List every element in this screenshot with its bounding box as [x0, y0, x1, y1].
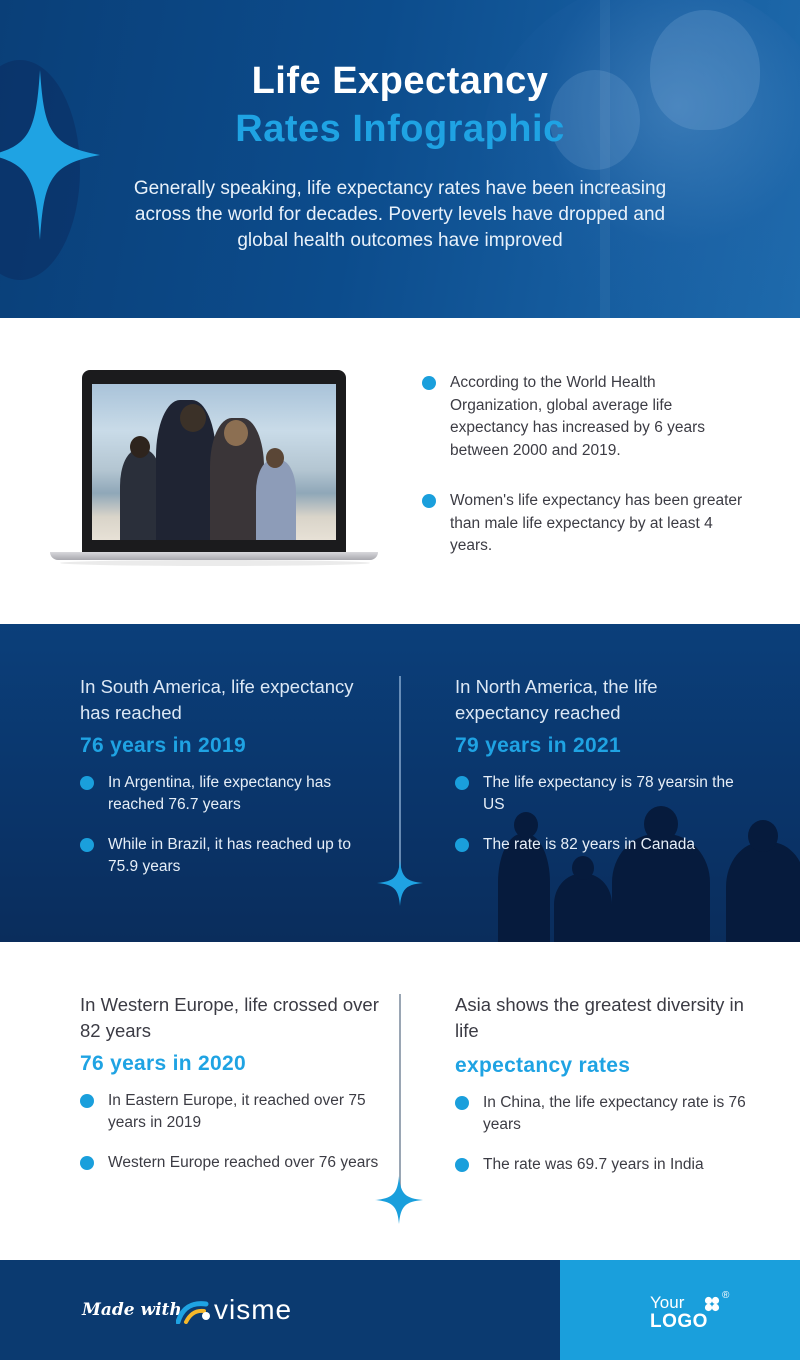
header-window-pane — [600, 0, 610, 318]
silhouette-person — [554, 874, 612, 942]
silhouette-head — [644, 806, 678, 842]
europe-column: In Western Europe, life crossed over 82 … — [80, 992, 380, 1174]
logo-your-text: Your — [650, 1293, 685, 1312]
bullet-dot-icon — [422, 376, 436, 390]
photo-person — [120, 450, 162, 540]
bullet-dot-icon — [455, 838, 469, 852]
photo-head — [180, 404, 206, 432]
list-item: In Eastern Europe, it reached over 75 ye… — [80, 1090, 380, 1134]
laptop-shadow — [60, 560, 370, 566]
region-highlight: 79 years in 2021 — [455, 734, 621, 757]
eurasia-section: In Western Europe, life crossed over 82 … — [0, 942, 800, 1260]
list-item: In China, the life expectancy rate is 76… — [455, 1092, 755, 1136]
registered-mark: ® — [722, 1290, 730, 1301]
silhouette-person — [498, 834, 550, 942]
region-highlight: expectancy rates — [455, 1054, 631, 1077]
made-with-label: Made with — [82, 1300, 182, 1320]
column-divider — [399, 676, 401, 896]
header-photo-glow — [480, 0, 800, 318]
header-photo-child — [550, 70, 640, 170]
list-item: Western Europe reached over 76 years — [80, 1152, 380, 1174]
bullet-dot-icon — [80, 776, 94, 790]
page-title: Life Expectancy — [251, 60, 549, 102]
list-item: The rate is 82 years in Canada — [455, 834, 755, 856]
laptop-screen-photo — [92, 384, 336, 540]
photo-person — [256, 460, 296, 540]
visme-logo-icon[interactable] — [176, 1298, 212, 1324]
list-item: Women's life expectancy has been greater… — [422, 490, 752, 558]
region-heading: In South America, life expectancy has re… — [80, 676, 354, 723]
silhouette-head — [748, 820, 778, 852]
bullet-dot-icon — [80, 838, 94, 852]
bullet-dot-icon — [80, 1094, 94, 1108]
silhouette-person — [726, 842, 800, 942]
star-icon — [375, 1176, 423, 1224]
silhouette-head — [514, 812, 538, 838]
bullet-dot-icon — [422, 494, 436, 508]
bullet-dot-icon — [80, 1156, 94, 1170]
bullet-dot-icon — [455, 1096, 469, 1110]
star-icon — [377, 860, 423, 906]
visme-brand-text[interactable]: visme — [214, 1294, 293, 1325]
page-title-accent: Rates Infographic — [235, 108, 565, 150]
photo-head — [266, 448, 284, 468]
silhouette-head — [572, 856, 594, 880]
logo-logo-text: LOGO — [650, 1311, 708, 1332]
region-highlight: 76 years in 2020 — [80, 1052, 246, 1075]
column-divider — [399, 994, 401, 1210]
region-heading: In North America, the life expectancy re… — [455, 676, 658, 723]
photo-head — [130, 436, 150, 458]
americas-section: In South America, life expectancy has re… — [0, 624, 800, 942]
header-banner: Life Expectancy Rates Infographic Genera… — [0, 0, 800, 318]
list-item: While in Brazil, it has reached up to 75… — [80, 834, 380, 878]
list-item: In Argentina, life expectancy has reache… — [80, 772, 380, 816]
region-heading: In Western Europe, life crossed over 82 … — [80, 994, 379, 1041]
intro-bullets: According to the World Health Organizati… — [422, 372, 752, 558]
list-item: The rate was 69.7 years in India — [455, 1154, 755, 1176]
list-item: The life expectancy is 78 yearsin the US — [455, 772, 755, 816]
your-logo[interactable]: Your LOGO ® — [650, 1290, 729, 1332]
photo-head — [224, 420, 248, 446]
asia-column: Asia shows the greatest diversity in lif… — [455, 992, 755, 1176]
bullet-dot-icon — [455, 776, 469, 790]
laptop-base — [50, 552, 378, 560]
silhouette-person — [612, 834, 710, 942]
footer-brand-bar — [0, 1260, 560, 1360]
footer-logo-bar — [560, 1260, 800, 1360]
region-highlight: 76 years in 2019 — [80, 734, 246, 757]
header-photo-parent — [650, 10, 760, 130]
south-america-column: In South America, life expectancy has re… — [80, 674, 380, 878]
north-america-column: In North America, the life expectancy re… — [455, 674, 755, 856]
list-item: According to the World Health Organizati… — [422, 372, 752, 462]
laptop-illustration — [40, 370, 380, 570]
clover-icon — [704, 1296, 720, 1312]
sparkle-icon — [0, 70, 100, 240]
region-heading: Asia shows the greatest diversity in lif… — [455, 994, 744, 1041]
page-subtitle: Generally speaking, life expectancy rate… — [133, 178, 667, 251]
bullet-dot-icon — [455, 1158, 469, 1172]
